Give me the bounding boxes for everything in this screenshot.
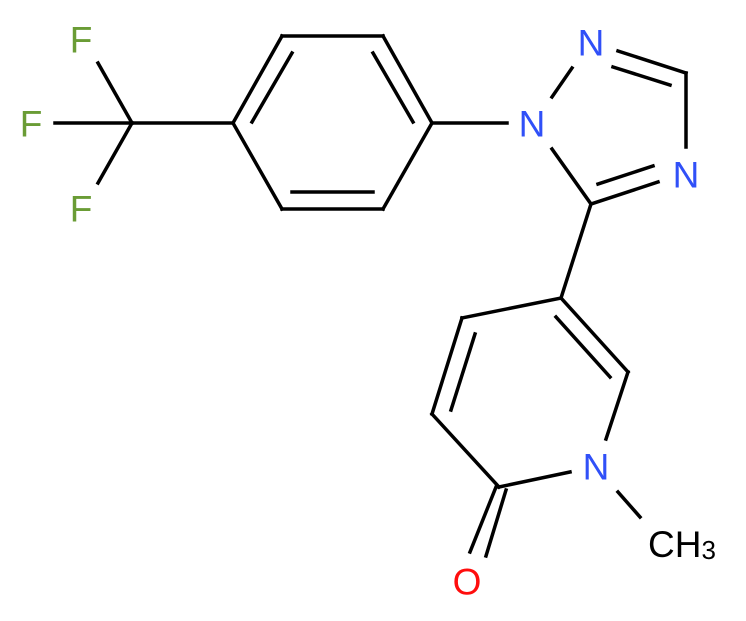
bond-benzene-4-5 — [380, 120, 435, 212]
atom-n-triazole-4: N — [673, 155, 700, 196]
bond-pyridone-3-2 — [429, 411, 502, 490]
bond-n1-c5 — [549, 146, 594, 207]
bond-benzene-inner-1-2 — [249, 50, 295, 125]
bond-pyridone-2-n — [496, 469, 573, 490]
methyl-ch: CH — [648, 524, 701, 565]
bond-n4-c5 — [588, 179, 661, 207]
bond-n-methyl — [615, 489, 643, 520]
bond-pyridone-6-5 — [558, 295, 631, 375]
bond-carbonyl-1 — [467, 484, 499, 555]
bond-pyridone-4-3 — [429, 315, 465, 417]
atom-f-mid: F — [20, 104, 43, 145]
atom-o-carbonyl: O — [453, 562, 482, 603]
bond-pyridone-n-6 — [603, 369, 631, 442]
bond-benzene-1-2 — [230, 33, 285, 126]
atom-n-pyridone: N — [583, 447, 610, 488]
bond-n2-c3 — [615, 48, 689, 76]
atom-f-top: F — [70, 20, 93, 61]
bond-pyridone-4-3-inner — [448, 331, 478, 413]
bond-benzene-3-4 — [380, 33, 435, 126]
bond-n2-c3-inner — [610, 64, 673, 88]
atom-methyl: CH3 — [648, 524, 716, 566]
methyl-subscript: 3 — [701, 535, 715, 565]
bond-benzene-inner-3-4 — [370, 50, 416, 125]
bond-n4-c5-inner — [595, 163, 656, 187]
bond-pyridone-5-4 — [459, 295, 564, 321]
bond-benzene-6-1 — [230, 120, 285, 212]
bond-triazole-pyridone — [558, 201, 594, 301]
bond-pyridone-6-5-inner — [553, 314, 613, 380]
atom-n-triazole-2: N — [578, 23, 605, 64]
atom-f-bottom: F — [70, 189, 93, 230]
atom-n-triazole-1: N — [519, 104, 546, 145]
bond-n1-n2 — [549, 65, 575, 100]
bond-c-f-bottom — [95, 120, 135, 186]
bond-c-f-top — [95, 60, 135, 126]
bond-carbonyl-2 — [483, 487, 509, 559]
